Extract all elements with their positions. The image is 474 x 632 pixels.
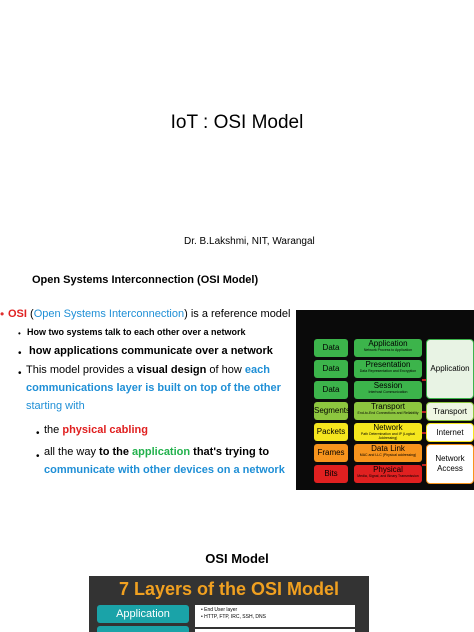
application-term: application — [132, 446, 191, 458]
group-network-access: Network Access — [426, 444, 474, 484]
bullet-model-line1: This model provides a visual design of h… — [26, 361, 270, 379]
layer-name: Network — [373, 423, 403, 432]
application-detail-box: • End User layer • HTTP, FTP, IRC, SSH, … — [195, 605, 355, 627]
group-transport: Transport — [426, 402, 474, 421]
banner-title: 7 Layers of the OSI Model — [118, 579, 340, 599]
layer-desc: Data Representation and Encryption — [359, 369, 417, 373]
pdu-label: Packets — [314, 423, 348, 441]
osi-expansion: Open Systems Interconnection — [33, 308, 185, 320]
osi-paren-open: ( — [26, 308, 34, 320]
layer-desc: Path Determination and IP (Logical Addre… — [360, 432, 416, 440]
next-detail-box — [195, 629, 355, 632]
layer-desc: Media, Signal, and Binary Transmission — [357, 474, 419, 478]
trying-to-text: that's trying to — [190, 446, 270, 458]
osi-term: OSI — [8, 308, 27, 320]
bullet-how-apps: how applications communicate over a netw… — [29, 345, 273, 357]
bullet-dot-icon: • — [18, 368, 22, 379]
arrow-icon — [422, 379, 426, 383]
slide-title: IoT : OSI Model — [170, 112, 304, 133]
bullet-dot-icon: • — [0, 307, 5, 321]
bullet-osi: OSI (Open Systems Interconnection) is a … — [8, 305, 291, 323]
pdu-label: Data — [314, 360, 348, 378]
osi-layers-banner: 7 Layers of the OSI Model Application • … — [89, 576, 369, 632]
osi-model-subtitle: OSI Model — [205, 551, 269, 566]
section-heading: Open Systems Interconnection (OSI Model) — [32, 274, 259, 286]
arrow-icon — [422, 411, 426, 415]
layer-name: Transport — [371, 402, 405, 411]
layer-desc: Interhost Communication — [368, 390, 408, 394]
bullet-model-line2: communications layer is built on top of … — [26, 382, 281, 394]
bullet-application-line1: all the way to the application that's tr… — [44, 443, 269, 461]
osi-definition: ) is a reference model — [184, 308, 291, 320]
layer-desc: Network Process to Application — [363, 348, 413, 352]
physical-cabling-term: physical cabling — [62, 424, 148, 436]
pdu-label: Frames — [314, 444, 348, 462]
application-layer-box: Application — [97, 605, 189, 623]
model-text: This model provides a — [26, 364, 137, 376]
layer-desc: MAC and LLC (Physical addressing) — [359, 453, 417, 457]
arrow-icon — [422, 432, 426, 436]
layer-name: Presentation — [365, 360, 411, 369]
layer-name: Physical — [373, 465, 403, 474]
model-text-2: of how — [206, 364, 245, 376]
author-line: Dr. B.Lakshmi, NIT, Warangal — [184, 236, 315, 247]
bullet-dot-icon: • — [18, 348, 22, 359]
pdu-label: Bits — [314, 465, 348, 483]
next-layer-box — [97, 626, 189, 632]
bullet-how-systems: How two systems talk to each other over … — [27, 327, 246, 337]
layer-name: Session — [373, 381, 403, 390]
physical-prefix: the — [44, 424, 63, 436]
group-application: Application — [426, 339, 474, 399]
each-term: each — [244, 364, 270, 376]
visual-design-term: visual design — [136, 364, 207, 376]
arrow-icon — [422, 464, 426, 468]
to-the-text: to the — [99, 446, 133, 458]
layer-name: Data Link — [371, 444, 405, 453]
bullet-dot-icon: • — [18, 329, 21, 338]
detail-line: • HTTP, FTP, IRC, SSH, DNS — [201, 614, 266, 620]
bullet-physical: the physical cabling — [44, 421, 148, 439]
pdu-label: Data — [314, 381, 348, 399]
all-the-way-text: all the way — [44, 446, 100, 458]
detail-line: • End User layer — [201, 607, 238, 613]
bullet-dot-icon: • — [36, 451, 40, 462]
pdu-label: Segments — [314, 402, 350, 420]
pdu-label: Data — [314, 339, 348, 357]
layer-desc: End-to-End Connections and Reliability — [357, 411, 419, 415]
group-internet: Internet — [426, 423, 474, 442]
bullet-model-line3: starting with — [26, 400, 85, 412]
bullet-dot-icon: • — [36, 428, 40, 439]
layer-name: Application — [368, 339, 408, 348]
bullet-application-line2: communicate with other devices on a netw… — [44, 464, 285, 476]
